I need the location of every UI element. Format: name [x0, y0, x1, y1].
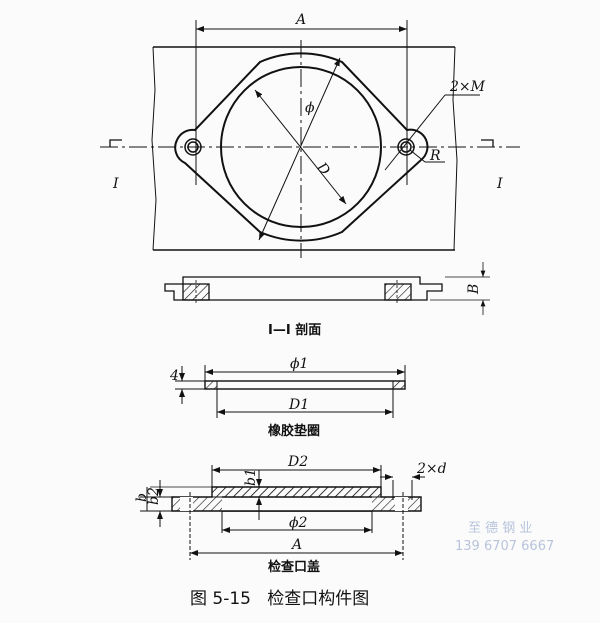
dim-phi-label: ϕ	[305, 100, 315, 116]
dim-phi2-label: ϕ2	[289, 515, 308, 531]
cover-view	[140, 465, 425, 560]
dim-b-label: b	[134, 493, 150, 502]
section-title: I—I 剖面	[268, 322, 321, 338]
holes-d-label: 2×d	[416, 461, 447, 477]
dim-phi1-label: ϕ1	[290, 356, 308, 372]
dim-D1-label: D1	[288, 397, 309, 413]
gasket-thickness-label: 4	[169, 368, 179, 384]
section-view	[164, 262, 490, 315]
gasket-view	[175, 365, 406, 418]
dim-b1-label: b1	[243, 468, 259, 486]
holes-M-label: 2×M	[449, 79, 486, 95]
dim-B-label: B	[466, 284, 482, 295]
dim-A-cover-label: A	[290, 537, 302, 553]
figure-caption: 图 5-15 检查口构件图	[190, 589, 369, 609]
radius-R-label: R	[429, 148, 441, 164]
watermark-phone: 139 6707 6667	[455, 539, 554, 554]
gasket-title: 橡胶垫圈	[268, 423, 320, 439]
dim-A-label: A	[294, 12, 306, 28]
section-mark-right: I	[496, 176, 503, 192]
dim-b2-label: b2	[146, 487, 162, 505]
plan-view	[100, 20, 520, 258]
section-mark-left: I	[112, 176, 119, 192]
dim-D-label: D	[313, 159, 333, 179]
cover-title: 检查口盖	[268, 559, 320, 575]
dim-D2-label: D2	[287, 454, 308, 470]
watermark-name: 至 德 钢 业	[468, 521, 532, 536]
